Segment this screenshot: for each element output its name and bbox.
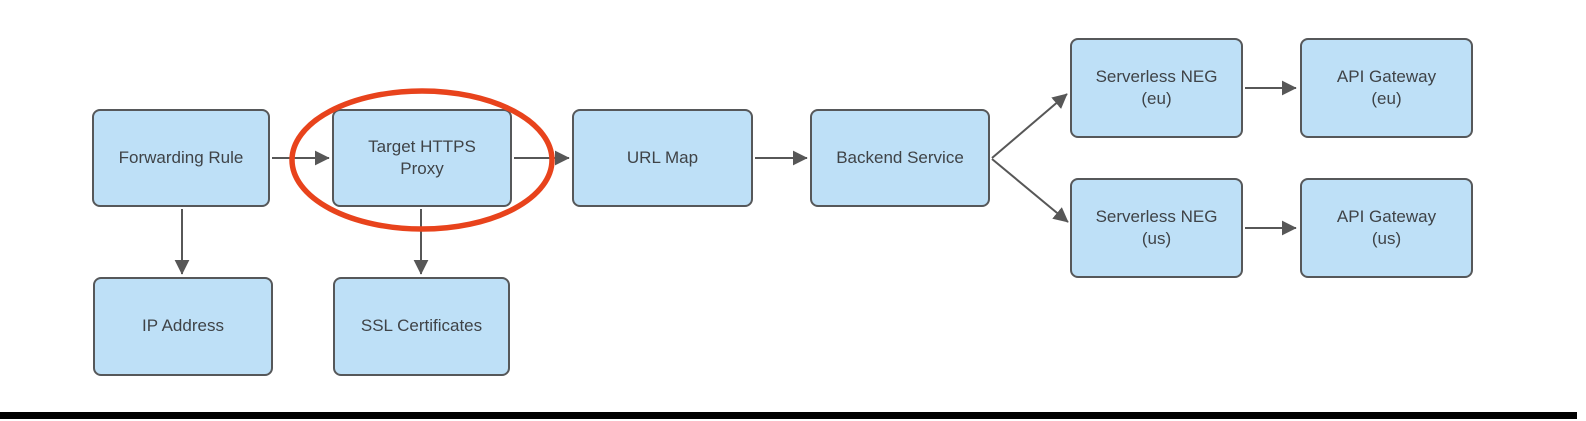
node-ip-address: IP Address bbox=[93, 277, 273, 376]
edge-backend-service-to-serverless-neg-us bbox=[991, 158, 1069, 223]
node-serverless-neg-us: Serverless NEG (us) bbox=[1070, 178, 1243, 278]
node-forwarding-rule: Forwarding Rule bbox=[92, 109, 270, 207]
node-api-gateway-us: API Gateway (us) bbox=[1300, 178, 1473, 278]
edge-backend-service-to-serverless-neg-eu bbox=[991, 93, 1068, 159]
node-api-gateway-eu: API Gateway (eu) bbox=[1300, 38, 1473, 138]
node-ssl-certificates: SSL Certificates bbox=[333, 277, 510, 376]
node-serverless-neg-eu: Serverless NEG (eu) bbox=[1070, 38, 1243, 138]
node-url-map: URL Map bbox=[572, 109, 753, 207]
bottom-border-bar bbox=[0, 412, 1577, 419]
node-target-https-proxy: Target HTTPS Proxy bbox=[332, 109, 512, 207]
node-backend-service: Backend Service bbox=[810, 109, 990, 207]
